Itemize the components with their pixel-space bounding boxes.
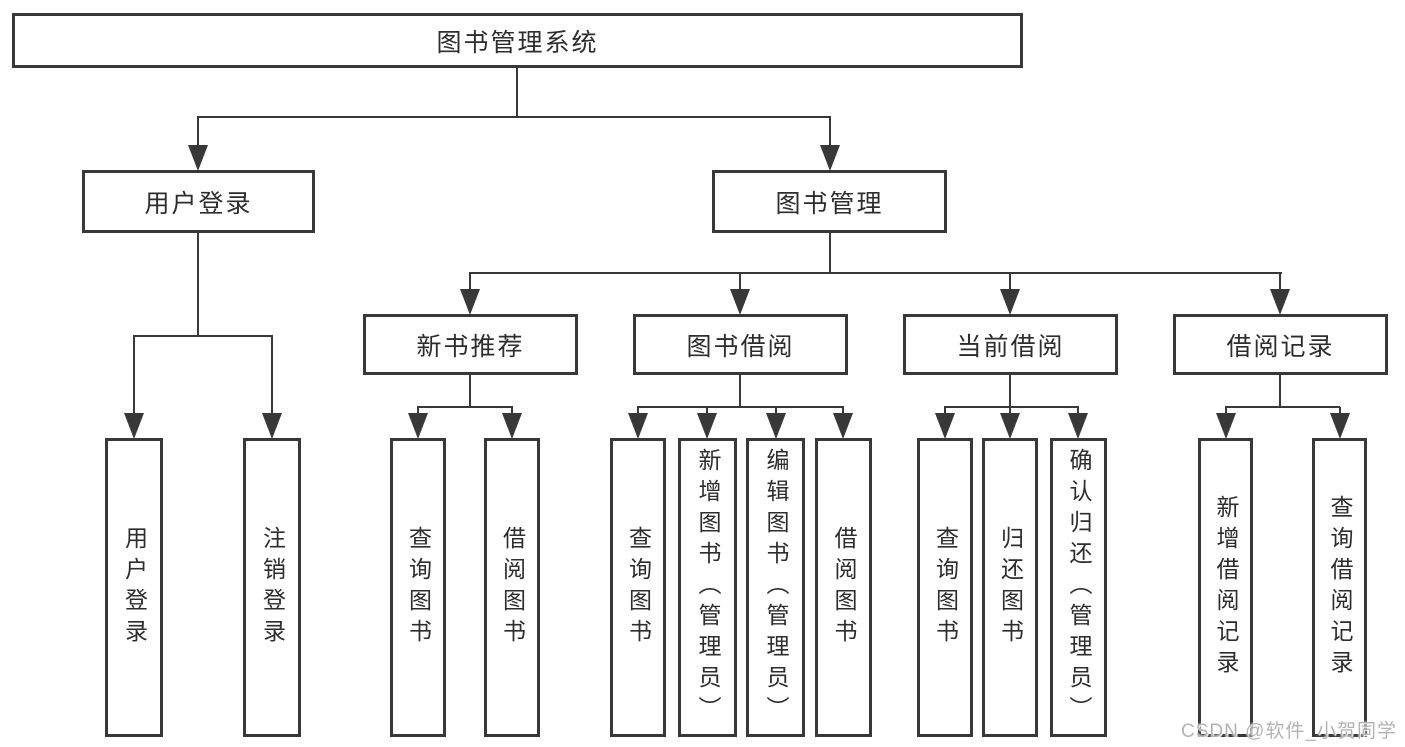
connector-vline — [1279, 273, 1281, 290]
arrow-down-icon — [730, 289, 750, 315]
leaf-query-books-recommendation: 查询图书 — [390, 438, 446, 737]
leaf-logout: 注销登录 — [243, 438, 301, 737]
node-label: 图书借阅 — [686, 332, 795, 361]
node-label: 新增借阅记录 — [1213, 494, 1239, 681]
connector-vline — [829, 117, 831, 145]
connector-vline — [511, 407, 513, 415]
connector-vline — [417, 407, 419, 415]
node-library-management-system: 图书管理系统 — [12, 13, 1023, 68]
node-label: 确认归还（管理员） — [1066, 448, 1092, 727]
connector-vline — [944, 407, 946, 415]
connector-vline — [469, 375, 471, 407]
node-label: 查询借阅记录 — [1327, 494, 1353, 681]
connector-vline — [516, 68, 518, 117]
connector-vline — [706, 407, 708, 415]
connector-hline — [469, 272, 1282, 274]
arrow-down-icon — [820, 145, 840, 171]
arrow-down-icon — [766, 413, 786, 439]
csdn-watermark: CSDN @软件_小贺同学 — [1181, 721, 1397, 742]
connector-vline — [1009, 407, 1011, 415]
connector-vline — [197, 232, 199, 336]
connector-vline — [133, 336, 135, 414]
arrow-down-icon — [262, 413, 282, 439]
connector-vline — [842, 407, 844, 415]
node-label: 注销登录 — [259, 525, 286, 650]
arrow-down-icon — [124, 413, 144, 439]
connector-hline — [197, 116, 831, 118]
node-new-book-recommendation: 新书推荐 — [363, 314, 578, 375]
node-label: 查询图书 — [405, 525, 432, 650]
connector-vline — [1339, 407, 1341, 415]
connector-hline — [133, 335, 273, 337]
node-book-management: 图书管理 — [712, 170, 947, 233]
connector-vline — [197, 117, 199, 145]
connector-vline — [469, 273, 471, 290]
connector-hline — [417, 406, 513, 408]
node-label: 借阅图书 — [499, 525, 526, 650]
connector-vline — [637, 407, 639, 415]
connector-vline — [271, 336, 273, 414]
leaf-borrow-books: 借阅图书 — [815, 438, 872, 737]
leaf-query-borrow-record: 查询借阅记录 — [1312, 438, 1367, 737]
connector-vline — [775, 407, 777, 415]
arrow-down-icon — [188, 145, 208, 171]
connector-vline — [739, 273, 741, 290]
arrow-down-icon — [1000, 413, 1020, 439]
arrow-down-icon — [1330, 413, 1350, 439]
arrow-down-icon — [1068, 413, 1088, 439]
connector-vline — [829, 232, 831, 273]
leaf-borrow-books-recommendation: 借阅图书 — [484, 438, 540, 737]
node-label: 借阅记录 — [1226, 332, 1335, 361]
node-book-borrowing: 图书借阅 — [633, 314, 848, 375]
arrow-down-icon — [935, 413, 955, 439]
arrow-down-icon — [460, 289, 480, 315]
node-label: 当前借阅 — [956, 332, 1065, 361]
leaf-add-borrow-record: 新增借阅记录 — [1198, 438, 1253, 737]
node-label: 查询图书 — [932, 525, 959, 650]
arrow-down-icon — [502, 413, 522, 439]
connector-vline — [1009, 375, 1011, 407]
leaf-edit-books-admin: 编辑图书（管理员） — [746, 438, 805, 737]
node-label: 用户登录 — [121, 525, 148, 650]
leaf-add-books-admin: 新增图书（管理员） — [678, 438, 737, 737]
arrow-down-icon — [833, 413, 853, 439]
node-current-borrowing: 当前借阅 — [903, 314, 1118, 375]
node-label: 图书管理 — [775, 189, 884, 218]
arrow-down-icon — [1216, 413, 1236, 439]
node-label: 用户登录 — [144, 189, 253, 218]
leaf-user-login: 用户登录 — [105, 438, 163, 737]
connector-vline — [739, 375, 741, 407]
node-label: 图书管理系统 — [436, 28, 599, 57]
connector-hline — [1225, 406, 1340, 408]
node-borrowing-records: 借阅记录 — [1173, 314, 1388, 375]
node-label: 新书推荐 — [416, 332, 525, 361]
leaf-return-books: 归还图书 — [982, 438, 1038, 737]
connector-vline — [1009, 273, 1011, 290]
node-user-login: 用户登录 — [82, 170, 315, 233]
arrow-down-icon — [1270, 289, 1290, 315]
arrow-down-icon — [628, 413, 648, 439]
leaf-query-books-borrowing: 查询图书 — [610, 438, 666, 737]
leaf-query-books-current: 查询图书 — [917, 438, 973, 737]
node-label: 借阅图书 — [831, 525, 857, 650]
node-label: 新增图书（管理员） — [695, 448, 721, 727]
connector-vline — [1279, 375, 1281, 407]
arrow-down-icon — [408, 413, 428, 439]
node-label: 查询图书 — [625, 525, 652, 650]
connector-vline — [1077, 407, 1079, 415]
connector-hline — [944, 406, 1079, 408]
node-label: 归还图书 — [997, 525, 1024, 650]
arrow-down-icon — [1000, 289, 1020, 315]
arrow-down-icon — [697, 413, 717, 439]
node-label: 编辑图书（管理员） — [763, 448, 789, 727]
connector-vline — [1225, 407, 1227, 415]
leaf-confirm-return-admin: 确认归还（管理员） — [1050, 438, 1107, 737]
connector-hline — [637, 406, 844, 408]
